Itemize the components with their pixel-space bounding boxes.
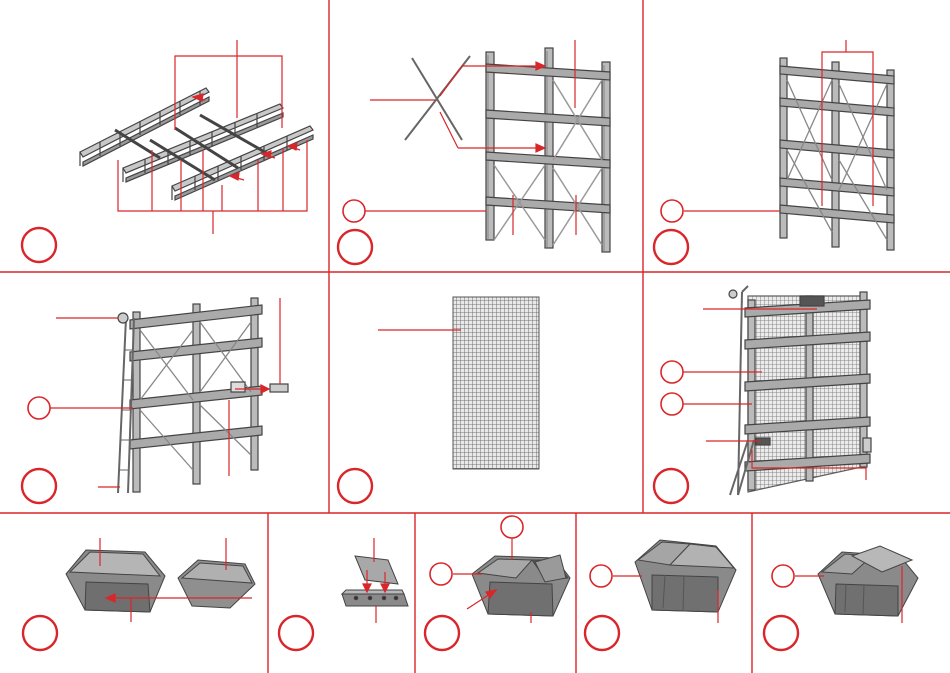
part-circle [661, 361, 683, 383]
panel-2 [338, 40, 610, 264]
step-circle-8 [279, 616, 313, 650]
part-circle [430, 563, 452, 585]
panel-8 [279, 538, 408, 650]
scaffold-two-bays-drawing [780, 58, 894, 250]
lid-plate-drawing [342, 556, 408, 606]
panel-9 [425, 516, 570, 650]
step-circle-5 [338, 469, 372, 503]
part-circle [501, 516, 523, 538]
part-circle [772, 565, 794, 587]
step-circle-6 [654, 469, 688, 503]
panel-6 [654, 286, 871, 503]
safety-net-drawing [453, 297, 539, 469]
step-circle-10 [585, 616, 619, 650]
skip-open-drawing [472, 555, 570, 616]
panel-4 [22, 298, 288, 503]
step-circle-11 [764, 616, 798, 650]
part-circle [661, 200, 683, 222]
scaffold-frame-drawing [486, 48, 610, 252]
part-circle [343, 200, 365, 222]
step-circle-7 [23, 616, 57, 650]
scaffold-net-drawing [729, 286, 871, 495]
skip-lid-drawing [178, 560, 255, 608]
panel-11 [764, 546, 918, 650]
step-circle-4 [22, 469, 56, 503]
scaffold-ladder-drawing [118, 298, 288, 493]
floor-frames-drawing [80, 88, 313, 200]
step-circle-3 [654, 230, 688, 264]
part-circle [590, 565, 612, 587]
part-circle [661, 393, 683, 415]
panel-7 [23, 538, 255, 650]
skip-half-open-drawing [818, 546, 918, 616]
panel-1 [22, 40, 313, 262]
step-circle-2 [338, 230, 372, 264]
step-circle-9 [425, 616, 459, 650]
panel-10 [585, 540, 736, 650]
panel-5 [338, 297, 539, 503]
skip-closed-drawing [635, 540, 736, 612]
step-circle-1 [22, 228, 56, 262]
panel-3 [654, 40, 894, 264]
part-circle [28, 397, 50, 419]
